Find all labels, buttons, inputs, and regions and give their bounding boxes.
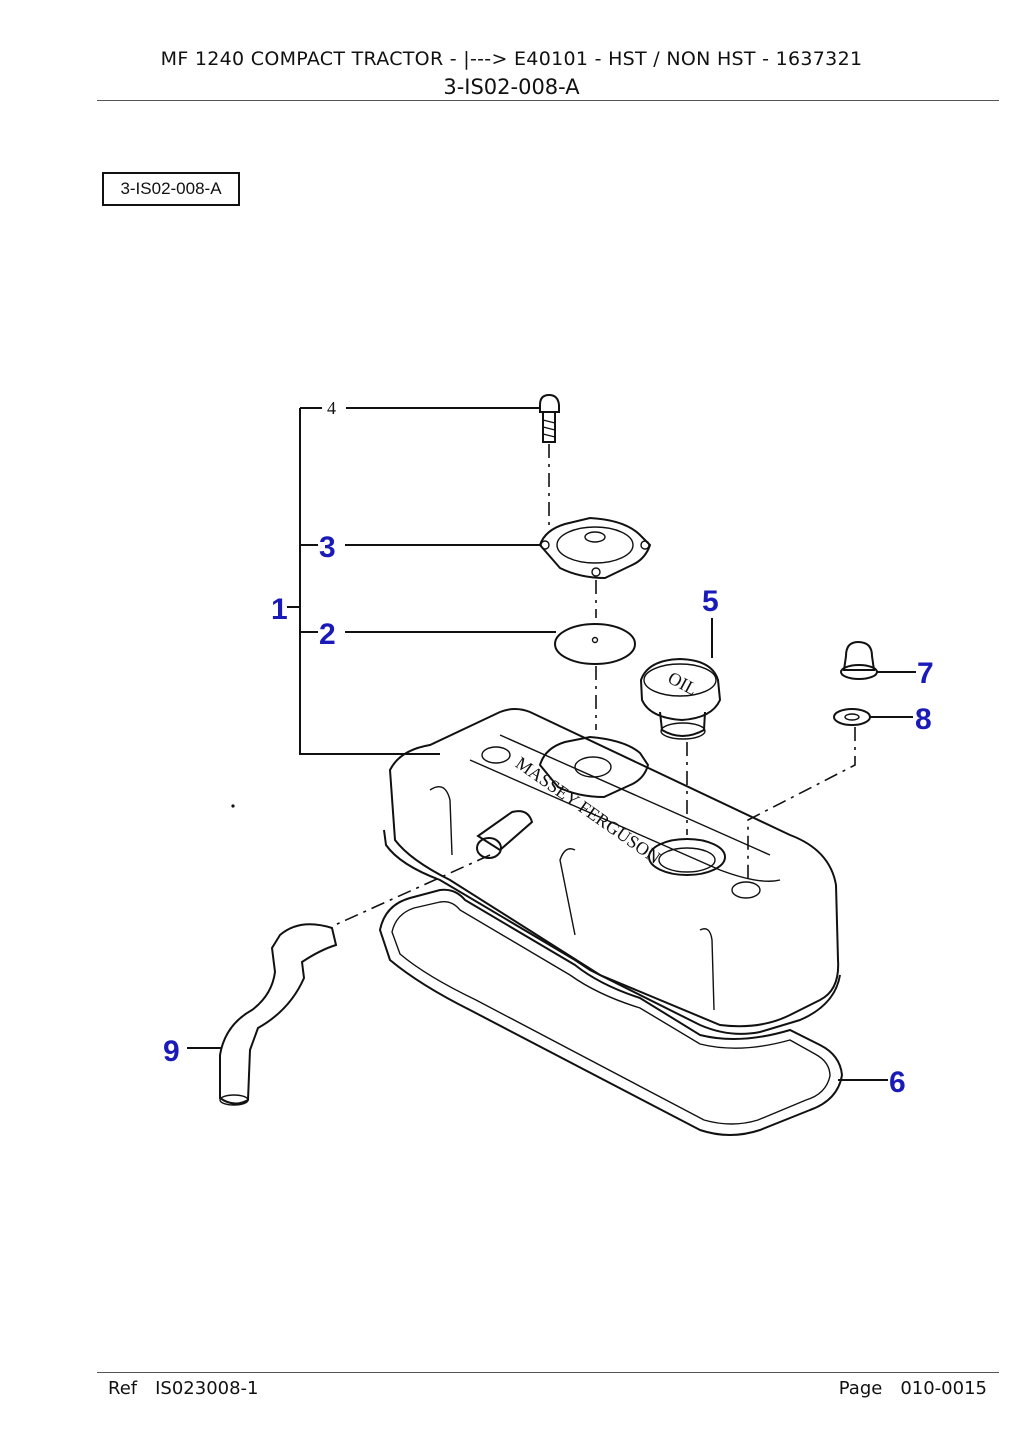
diagram-code-box: 3-IS02-008-A <box>102 172 240 206</box>
page-value: 010-0015 <box>900 1378 987 1399</box>
footer-page: Page 010-0015 <box>839 1378 987 1399</box>
breather-plate-part-3 <box>538 516 652 580</box>
callout-8: 8 <box>915 703 932 736</box>
ref-label: Ref <box>108 1378 138 1399</box>
assembly-bracket <box>287 407 556 755</box>
callout-2: 2 <box>319 618 336 651</box>
callout-5: 5 <box>702 585 719 618</box>
footer-divider <box>97 1372 999 1373</box>
header-title: MF 1240 COMPACT TRACTOR - |---> E40101 -… <box>160 48 863 70</box>
footer-ref: Ref IS023008-1 <box>108 1378 259 1399</box>
page-label: Page <box>838 1378 883 1399</box>
header-code: 3-IS02-008-A <box>443 75 580 99</box>
bolt-part-4 <box>539 393 560 443</box>
gasket-part-6 <box>378 888 844 1136</box>
ref-value: IS023008-1 <box>155 1378 259 1399</box>
stray-dot <box>231 804 235 808</box>
plug-part-7 <box>840 640 878 680</box>
callout-4: 4 <box>327 398 336 418</box>
cover-text: MASSEY FERGUSON <box>512 753 664 868</box>
oil-cap-part-5: OIL <box>639 657 722 740</box>
breather-nipple <box>476 810 534 859</box>
callout-1: 1 <box>271 593 288 626</box>
hose-part-9 <box>219 923 338 1106</box>
diaphragm-part-2 <box>554 623 636 665</box>
callout-7: 7 <box>917 657 934 690</box>
callout-9: 9 <box>163 1035 180 1068</box>
header-divider <box>97 100 999 101</box>
washer-part-8 <box>833 708 871 726</box>
callout-3: 3 <box>319 531 336 564</box>
callout-6: 6 <box>889 1066 906 1099</box>
